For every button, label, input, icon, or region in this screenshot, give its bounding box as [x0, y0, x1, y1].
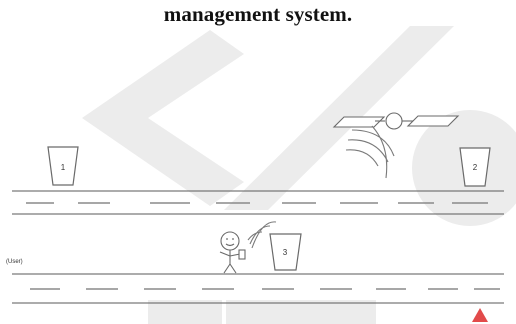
watermark-strip-1	[148, 300, 222, 324]
user-label: (User)	[6, 259, 23, 265]
person-icon	[220, 232, 245, 273]
bin-1-number: 1	[61, 163, 66, 172]
person-head	[221, 232, 239, 250]
accent-mark	[472, 308, 488, 322]
bin-2: 2	[460, 148, 490, 186]
bin-2-number: 2	[473, 163, 478, 172]
bin-3-number: 3	[283, 248, 288, 257]
watermark	[82, 26, 516, 324]
satellite-signal-waves-icon	[346, 126, 394, 178]
caption-text: management system.	[0, 2, 516, 27]
satellite-body	[386, 113, 402, 129]
watermark-strip-2	[226, 300, 376, 324]
lower-road	[12, 274, 504, 303]
bin-1: 1	[48, 147, 78, 185]
bin-3: 3	[270, 234, 301, 270]
watermark-chevron	[82, 30, 244, 206]
person-phone	[239, 250, 245, 259]
